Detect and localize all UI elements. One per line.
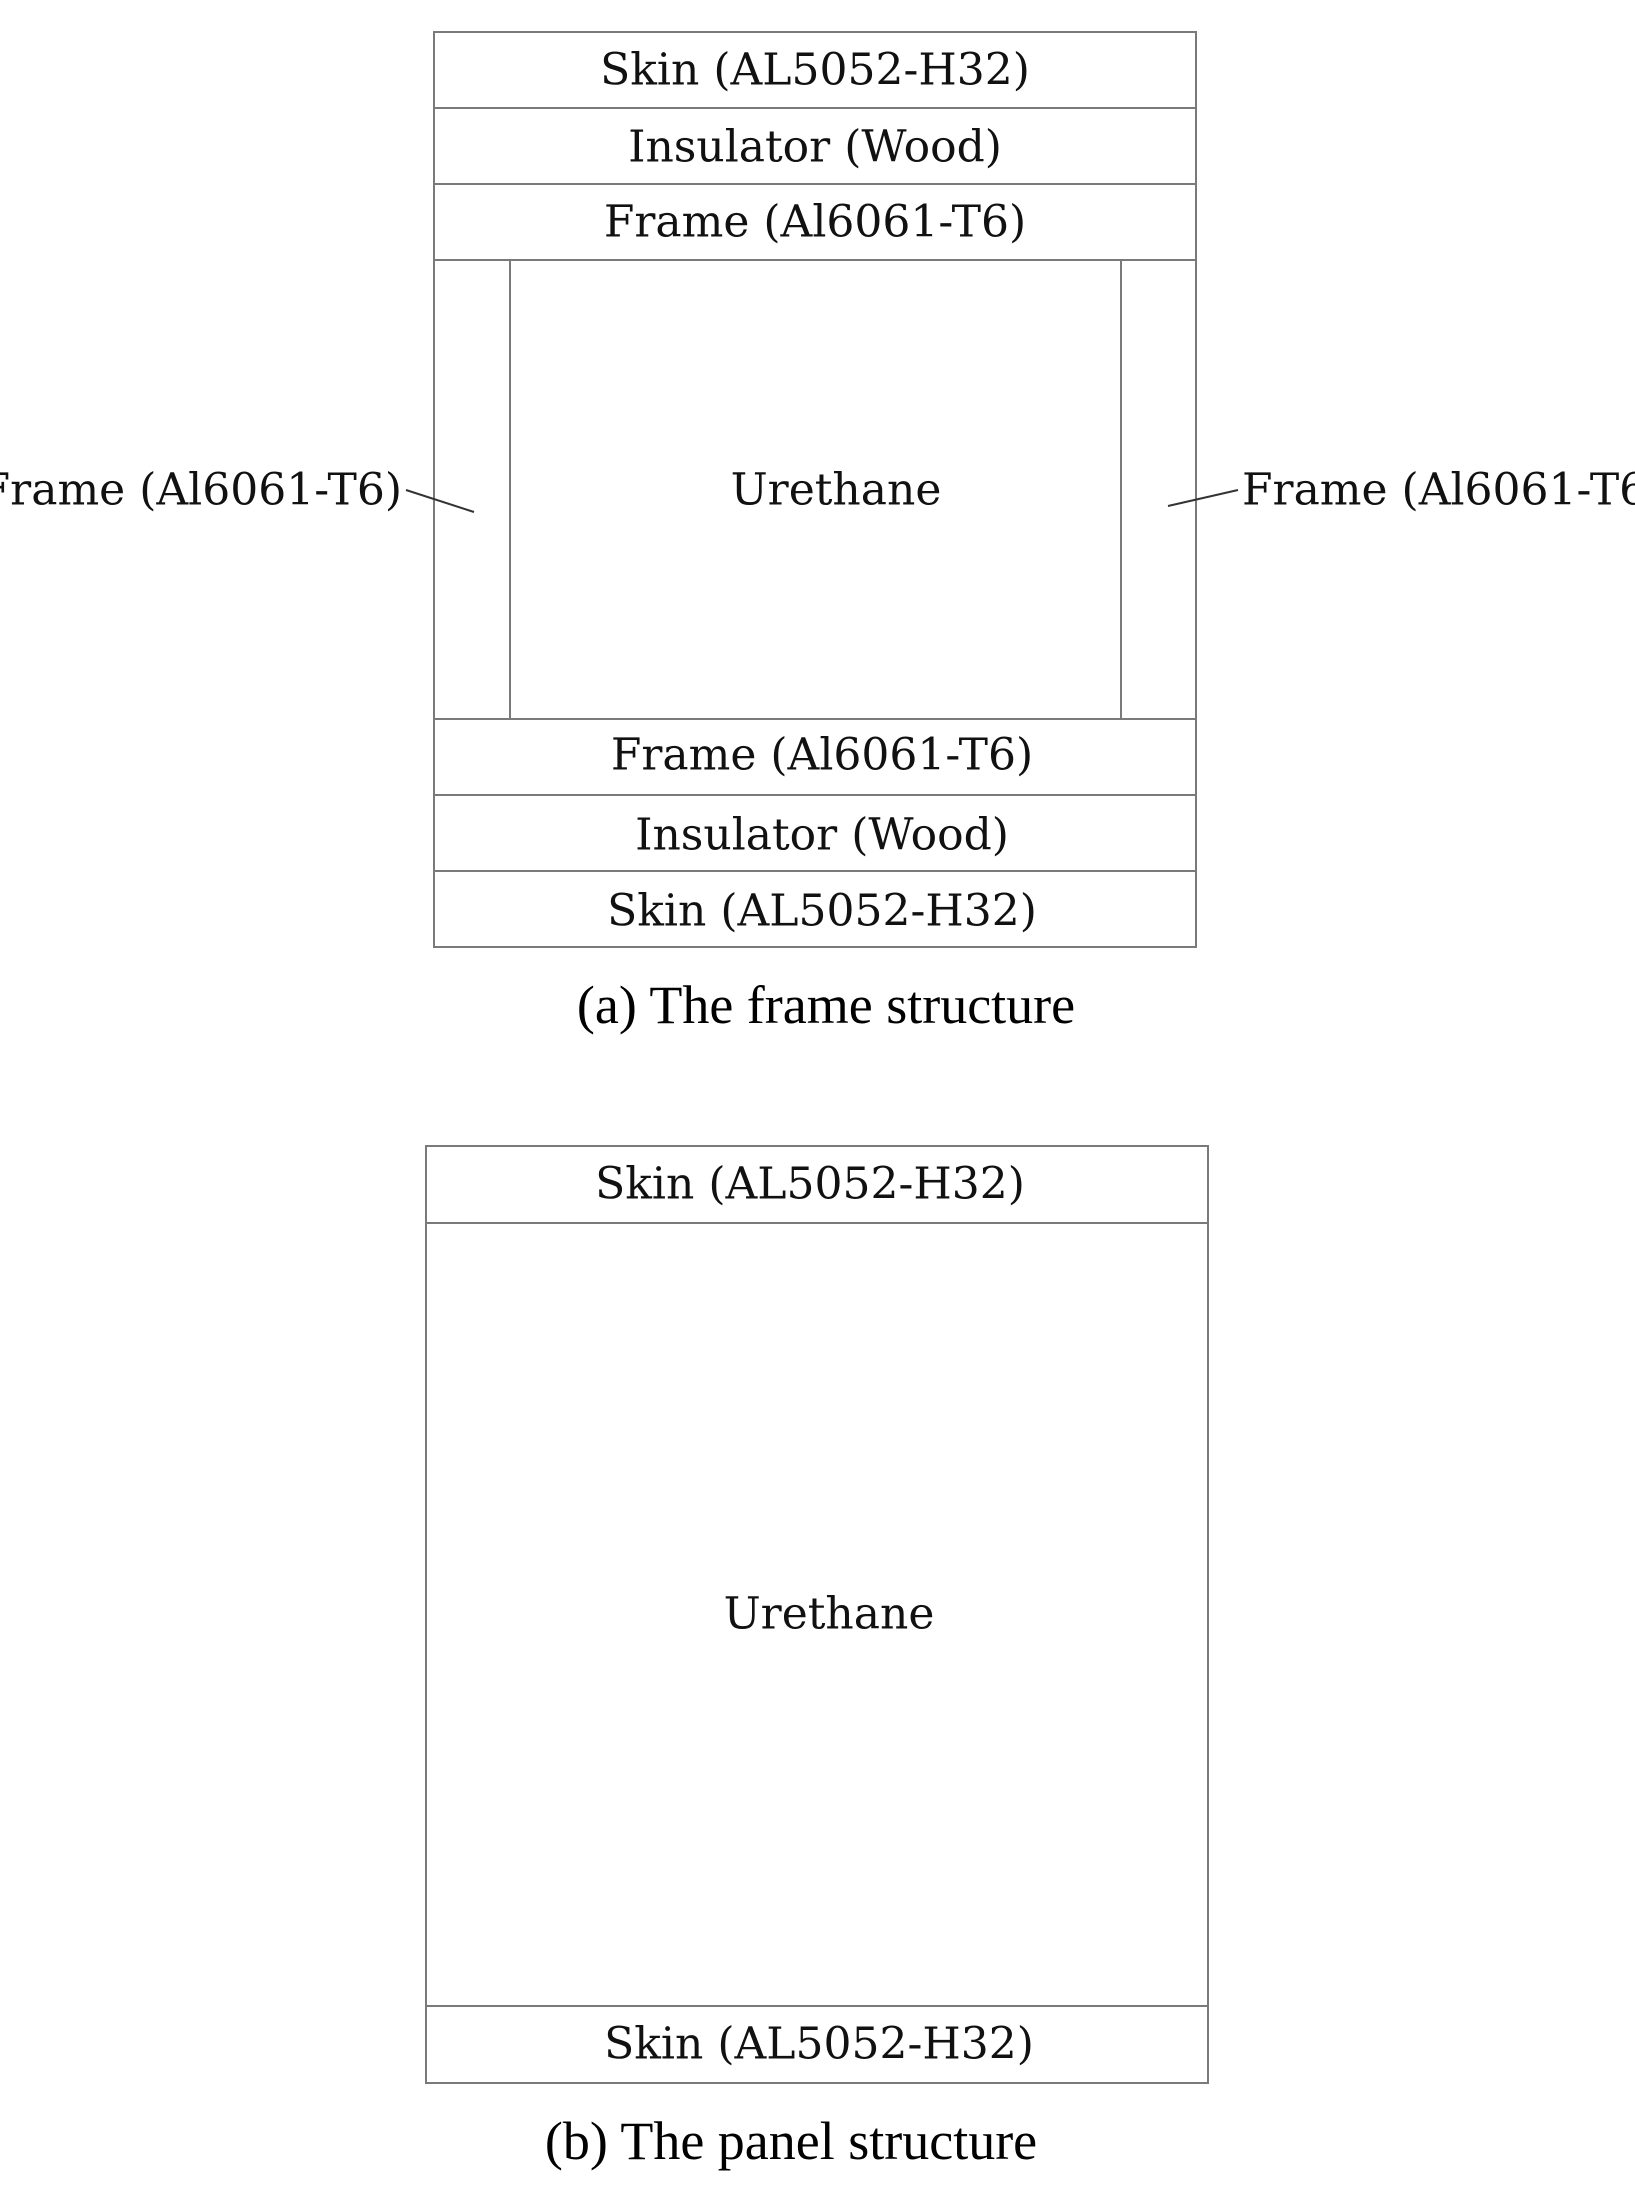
panel-structure-caption: (b) The panel structure bbox=[545, 2111, 1037, 2171]
frame-top-insulator-label: Insulator (Wood) bbox=[628, 122, 1002, 173]
panel-structure-outline bbox=[425, 1145, 1209, 2084]
left-frame-leader-line bbox=[405, 489, 475, 513]
panel-structure-diagram: Skin (AL5052-H32) Urethane Skin (AL5052-… bbox=[425, 1145, 1209, 2171]
frame-bottom-insulator-label: Insulator (Wood) bbox=[635, 810, 1009, 861]
frame-core-label: Urethane bbox=[731, 465, 942, 516]
right-frame-callout-label: Frame (Al6061-T6) bbox=[1242, 465, 1635, 516]
right-frame-leader-line bbox=[1167, 489, 1239, 507]
frame-top-frame-label: Frame (Al6061-T6) bbox=[604, 197, 1026, 248]
left-frame-callout-label: Frame (Al6061-T6) bbox=[0, 465, 402, 516]
frame-top-skin-label: Skin (AL5052-H32) bbox=[600, 45, 1030, 96]
panel-top-skin-label: Skin (AL5052-H32) bbox=[595, 1159, 1025, 1210]
panel-core-label: Urethane bbox=[724, 1589, 935, 1640]
frame-structure-caption: (a) The frame structure bbox=[577, 975, 1075, 1035]
frame-bottom-frame-label: Frame (Al6061-T6) bbox=[611, 730, 1033, 781]
panel-bottom-skin-label: Skin (AL5052-H32) bbox=[604, 2019, 1034, 2070]
frame-bottom-skin-label: Skin (AL5052-H32) bbox=[607, 886, 1037, 937]
frame-structure-diagram: Skin (AL5052-H32) Insulator (Wood) Frame… bbox=[0, 31, 1635, 1035]
